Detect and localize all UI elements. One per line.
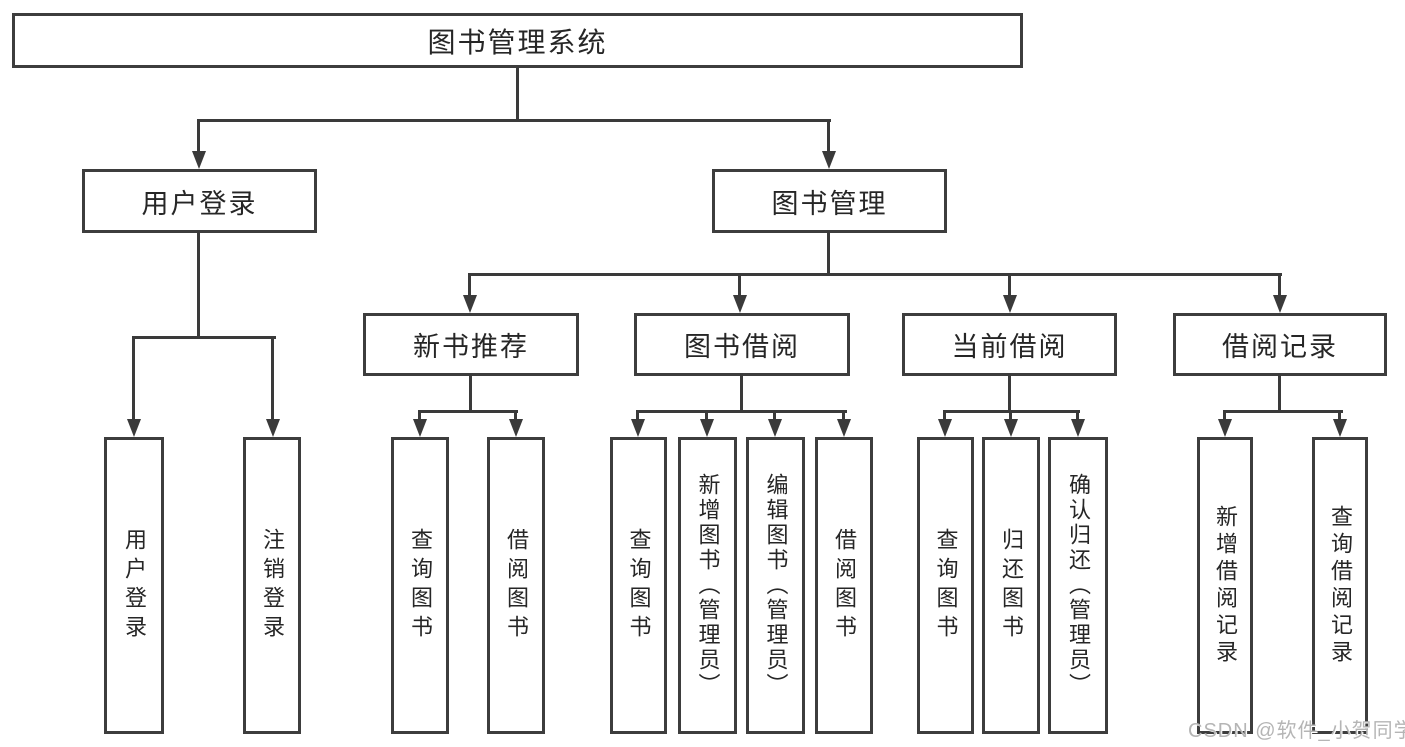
- connector-line: [468, 273, 471, 297]
- leaf-return-book: 归还图书: [982, 437, 1040, 734]
- leaf-borrow-book-label: 借阅图书: [832, 527, 857, 644]
- leaf-add-borrow-record: 新增借阅记录: [1197, 437, 1253, 734]
- leaf-query-book-current: 查询图书: [917, 437, 974, 734]
- arrowhead-down-icon: [1333, 419, 1347, 437]
- arrowhead-down-icon: [127, 419, 141, 437]
- connector-line: [827, 119, 830, 153]
- arrowhead-down-icon: [837, 419, 851, 437]
- leaf-return-book-label: 归还图书: [999, 527, 1024, 644]
- leaf-query-book-recommend-label: 查询图书: [408, 527, 433, 644]
- leaf-borrow-book-recommend-label: 借阅图书: [504, 527, 529, 644]
- arrowhead-down-icon: [463, 295, 477, 313]
- arrowhead-down-icon: [1218, 419, 1232, 437]
- leaf-user-login: 用户登录: [104, 437, 164, 734]
- connector-line: [516, 68, 519, 122]
- csdn-watermark: CSDN @软件_小贺同学: [1188, 720, 1405, 742]
- node-book-borrow: 图书借阅: [634, 313, 850, 376]
- arrowhead-down-icon: [1273, 295, 1287, 313]
- connector-line: [132, 336, 135, 421]
- node-new-book-recommend: 新书推荐: [363, 313, 579, 376]
- connector-line: [1008, 273, 1011, 297]
- connector-line: [514, 410, 517, 421]
- connector-line: [773, 410, 776, 421]
- leaf-user-login-label: 用户登录: [122, 527, 147, 644]
- leaf-confirm-return-admin-label: 确认归还（管理员）: [1066, 473, 1091, 698]
- connector-line: [705, 410, 708, 421]
- arrowhead-down-icon: [509, 419, 523, 437]
- leaf-query-book-recommend: 查询图书: [391, 437, 449, 734]
- connector-line: [271, 336, 274, 421]
- leaf-query-borrow-record-label: 查询借阅记录: [1328, 504, 1353, 667]
- arrowhead-down-icon: [1003, 295, 1017, 313]
- arrowhead-down-icon: [192, 151, 206, 169]
- connector-line: [842, 410, 845, 421]
- connector-line: [827, 231, 830, 276]
- connector-line: [1076, 410, 1079, 421]
- node-root-library-system: 图书管理系统: [12, 13, 1023, 68]
- leaf-add-book-admin: 新增图书（管理员）: [678, 437, 737, 734]
- leaf-edit-book-admin-label: 编辑图书（管理员）: [763, 473, 789, 698]
- arrowhead-down-icon: [938, 419, 952, 437]
- node-user-login: 用户登录: [82, 169, 317, 233]
- connector-line: [132, 336, 276, 339]
- leaf-query-book-borrow: 查询图书: [610, 437, 667, 734]
- connector-line: [636, 410, 639, 421]
- arrowhead-down-icon: [1071, 419, 1085, 437]
- leaf-query-book-borrow-label: 查询图书: [626, 527, 652, 644]
- arrowhead-down-icon: [413, 419, 427, 437]
- connector-line: [636, 410, 847, 413]
- connector-line: [197, 231, 200, 339]
- connector-line: [1278, 374, 1281, 413]
- leaf-add-borrow-record-label: 新增借阅记录: [1213, 504, 1238, 667]
- connector-line: [469, 374, 472, 413]
- arrowhead-down-icon: [1004, 419, 1018, 437]
- arrowhead-down-icon: [822, 151, 836, 169]
- node-borrow-records: 借阅记录: [1173, 313, 1387, 376]
- arrowhead-down-icon: [266, 419, 280, 437]
- connector-line: [1009, 410, 1012, 421]
- node-book-management: 图书管理: [712, 169, 947, 233]
- connector-line: [740, 374, 743, 413]
- arrowhead-down-icon: [733, 295, 747, 313]
- node-current-borrow: 当前借阅: [902, 313, 1117, 376]
- leaf-confirm-return-admin: 确认归还（管理员）: [1048, 437, 1108, 734]
- connector-line: [418, 410, 518, 413]
- connector-line: [197, 119, 200, 153]
- connector-line: [1338, 410, 1341, 421]
- leaf-query-book-current-label: 查询图书: [933, 527, 959, 644]
- connector-line: [738, 273, 741, 297]
- leaf-logout-label: 注销登录: [260, 527, 285, 644]
- arrowhead-down-icon: [631, 419, 645, 437]
- connector-line: [418, 410, 421, 421]
- connector-line: [1008, 374, 1011, 413]
- leaf-add-book-admin-label: 新增图书（管理员）: [695, 473, 721, 698]
- connector-line: [943, 410, 946, 421]
- leaf-borrow-book: 借阅图书: [815, 437, 873, 734]
- connector-line: [1223, 410, 1226, 421]
- leaf-logout: 注销登录: [243, 437, 301, 734]
- connector-line: [1278, 273, 1281, 297]
- arrowhead-down-icon: [768, 419, 782, 437]
- connector-line: [468, 273, 1282, 276]
- leaf-query-borrow-record: 查询借阅记录: [1312, 437, 1368, 734]
- connector-line: [197, 119, 831, 122]
- leaf-borrow-book-recommend: 借阅图书: [487, 437, 545, 734]
- connector-line: [1223, 410, 1343, 413]
- leaf-edit-book-admin: 编辑图书（管理员）: [746, 437, 805, 734]
- arrowhead-down-icon: [700, 419, 714, 437]
